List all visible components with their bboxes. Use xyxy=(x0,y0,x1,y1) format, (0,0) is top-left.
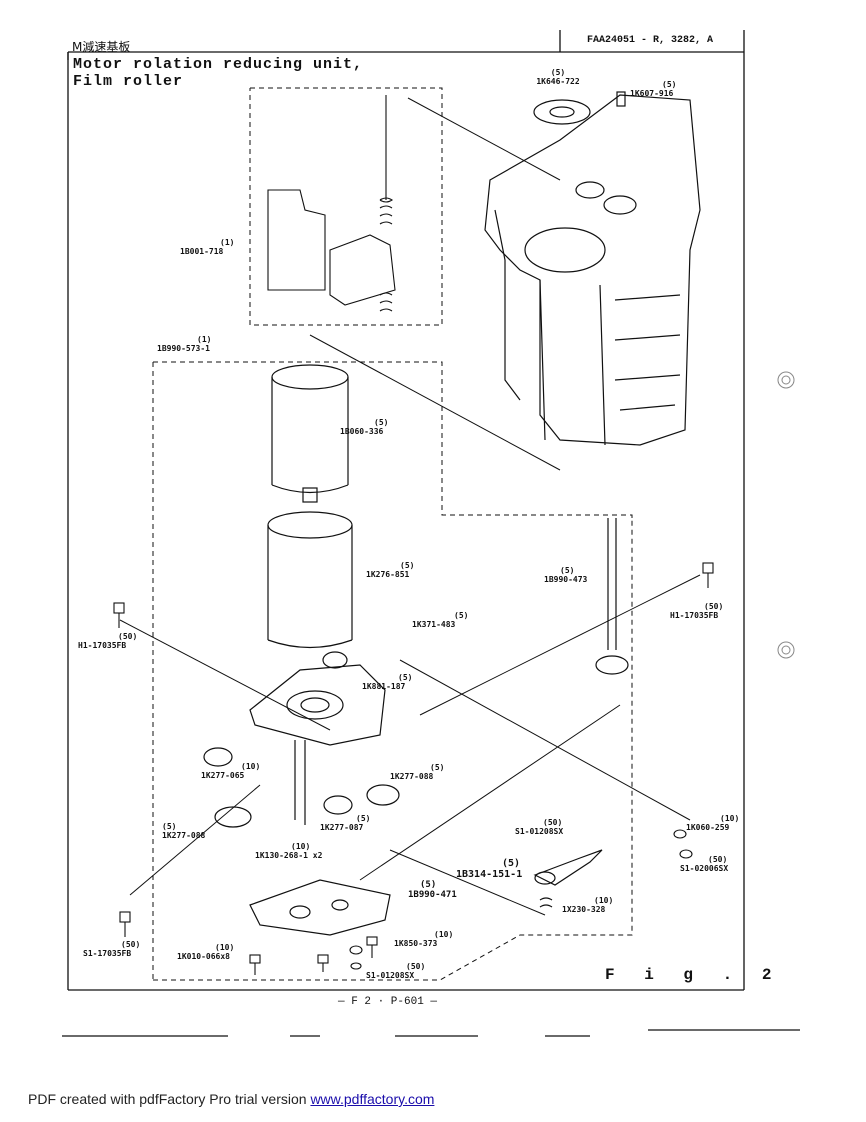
part-label: (50)S1-02006SX xyxy=(680,855,729,873)
part-label: (5)1B314-151-1 xyxy=(456,858,523,880)
part-label: (10)1K130-268-1 x2 xyxy=(255,842,323,860)
part-label: (10)1K010-066x8 xyxy=(177,943,235,961)
part-label: (1)1B001-718 xyxy=(180,238,235,256)
part-label: (50)H1-17035FB xyxy=(78,632,138,650)
document-code: FAA24051 - R, 3282, A xyxy=(587,35,714,46)
part-label: (5)1K371-483 xyxy=(412,611,469,629)
part-label: (10)1K277-065 xyxy=(201,762,261,780)
part-label: (10)1X230-328 xyxy=(562,896,614,914)
dashed-boxes xyxy=(152,87,633,981)
part-label: (10)1K850-373 xyxy=(394,930,454,948)
footer-text: PDF created with pdfFactory Pro trial ve… xyxy=(28,1091,311,1107)
diagram-title-line2: Film roller xyxy=(73,73,184,90)
part-label: (10)1K060-259 xyxy=(686,814,740,832)
part-label: (5)1B990-473 xyxy=(544,566,588,584)
part-label: (50)H1-17035FB xyxy=(670,602,724,620)
lower-bracket-drawing xyxy=(249,849,603,936)
part-label: (5)1K276-851 xyxy=(366,561,415,579)
camera-body-drawing xyxy=(484,91,701,446)
motor-drawing xyxy=(267,364,353,649)
part-label: (1)1B990-573-1 xyxy=(157,335,212,353)
shaft-drawing xyxy=(595,518,629,675)
part-label: (5)1K646-722 xyxy=(536,68,580,86)
page-reference: — F 2 · P-601 — xyxy=(338,996,438,1008)
part-label: (50)S1-17035FB xyxy=(83,940,141,958)
part-label: (5)1K277-087 xyxy=(320,814,371,832)
punch-hole-marks xyxy=(777,371,795,659)
part-label: (5)1B990-471 xyxy=(408,880,457,900)
leader-lines xyxy=(119,97,701,916)
footer-link[interactable]: www.pdffactory.com xyxy=(310,1091,435,1107)
part-label: (5)1K607-916 xyxy=(630,80,677,98)
header-label-jp: M減速基板 xyxy=(72,40,131,54)
diagram-title-line1: Motor rolation reducing unit, xyxy=(73,56,364,73)
pdf-footer: PDF created with pdfFactory Pro trial ve… xyxy=(28,1091,434,1107)
gear-plate-drawing xyxy=(203,651,400,828)
part-label: (5)1K277-088 xyxy=(390,763,445,781)
page-frame xyxy=(67,30,745,991)
roller-bracket-drawing xyxy=(267,95,396,312)
part-label: (5)1K277-088 xyxy=(162,822,206,840)
part-label: (50)S1-01208SX xyxy=(515,818,564,836)
part-label: (50)S1-01208SX xyxy=(366,962,426,980)
part-label: (5)1B060-336 xyxy=(340,418,389,436)
figure-label: F i g . 2 xyxy=(605,966,782,984)
bottom-rules xyxy=(62,1029,800,1037)
screw-icons xyxy=(113,562,714,975)
part-label: (5)1K881-187 xyxy=(362,673,413,691)
